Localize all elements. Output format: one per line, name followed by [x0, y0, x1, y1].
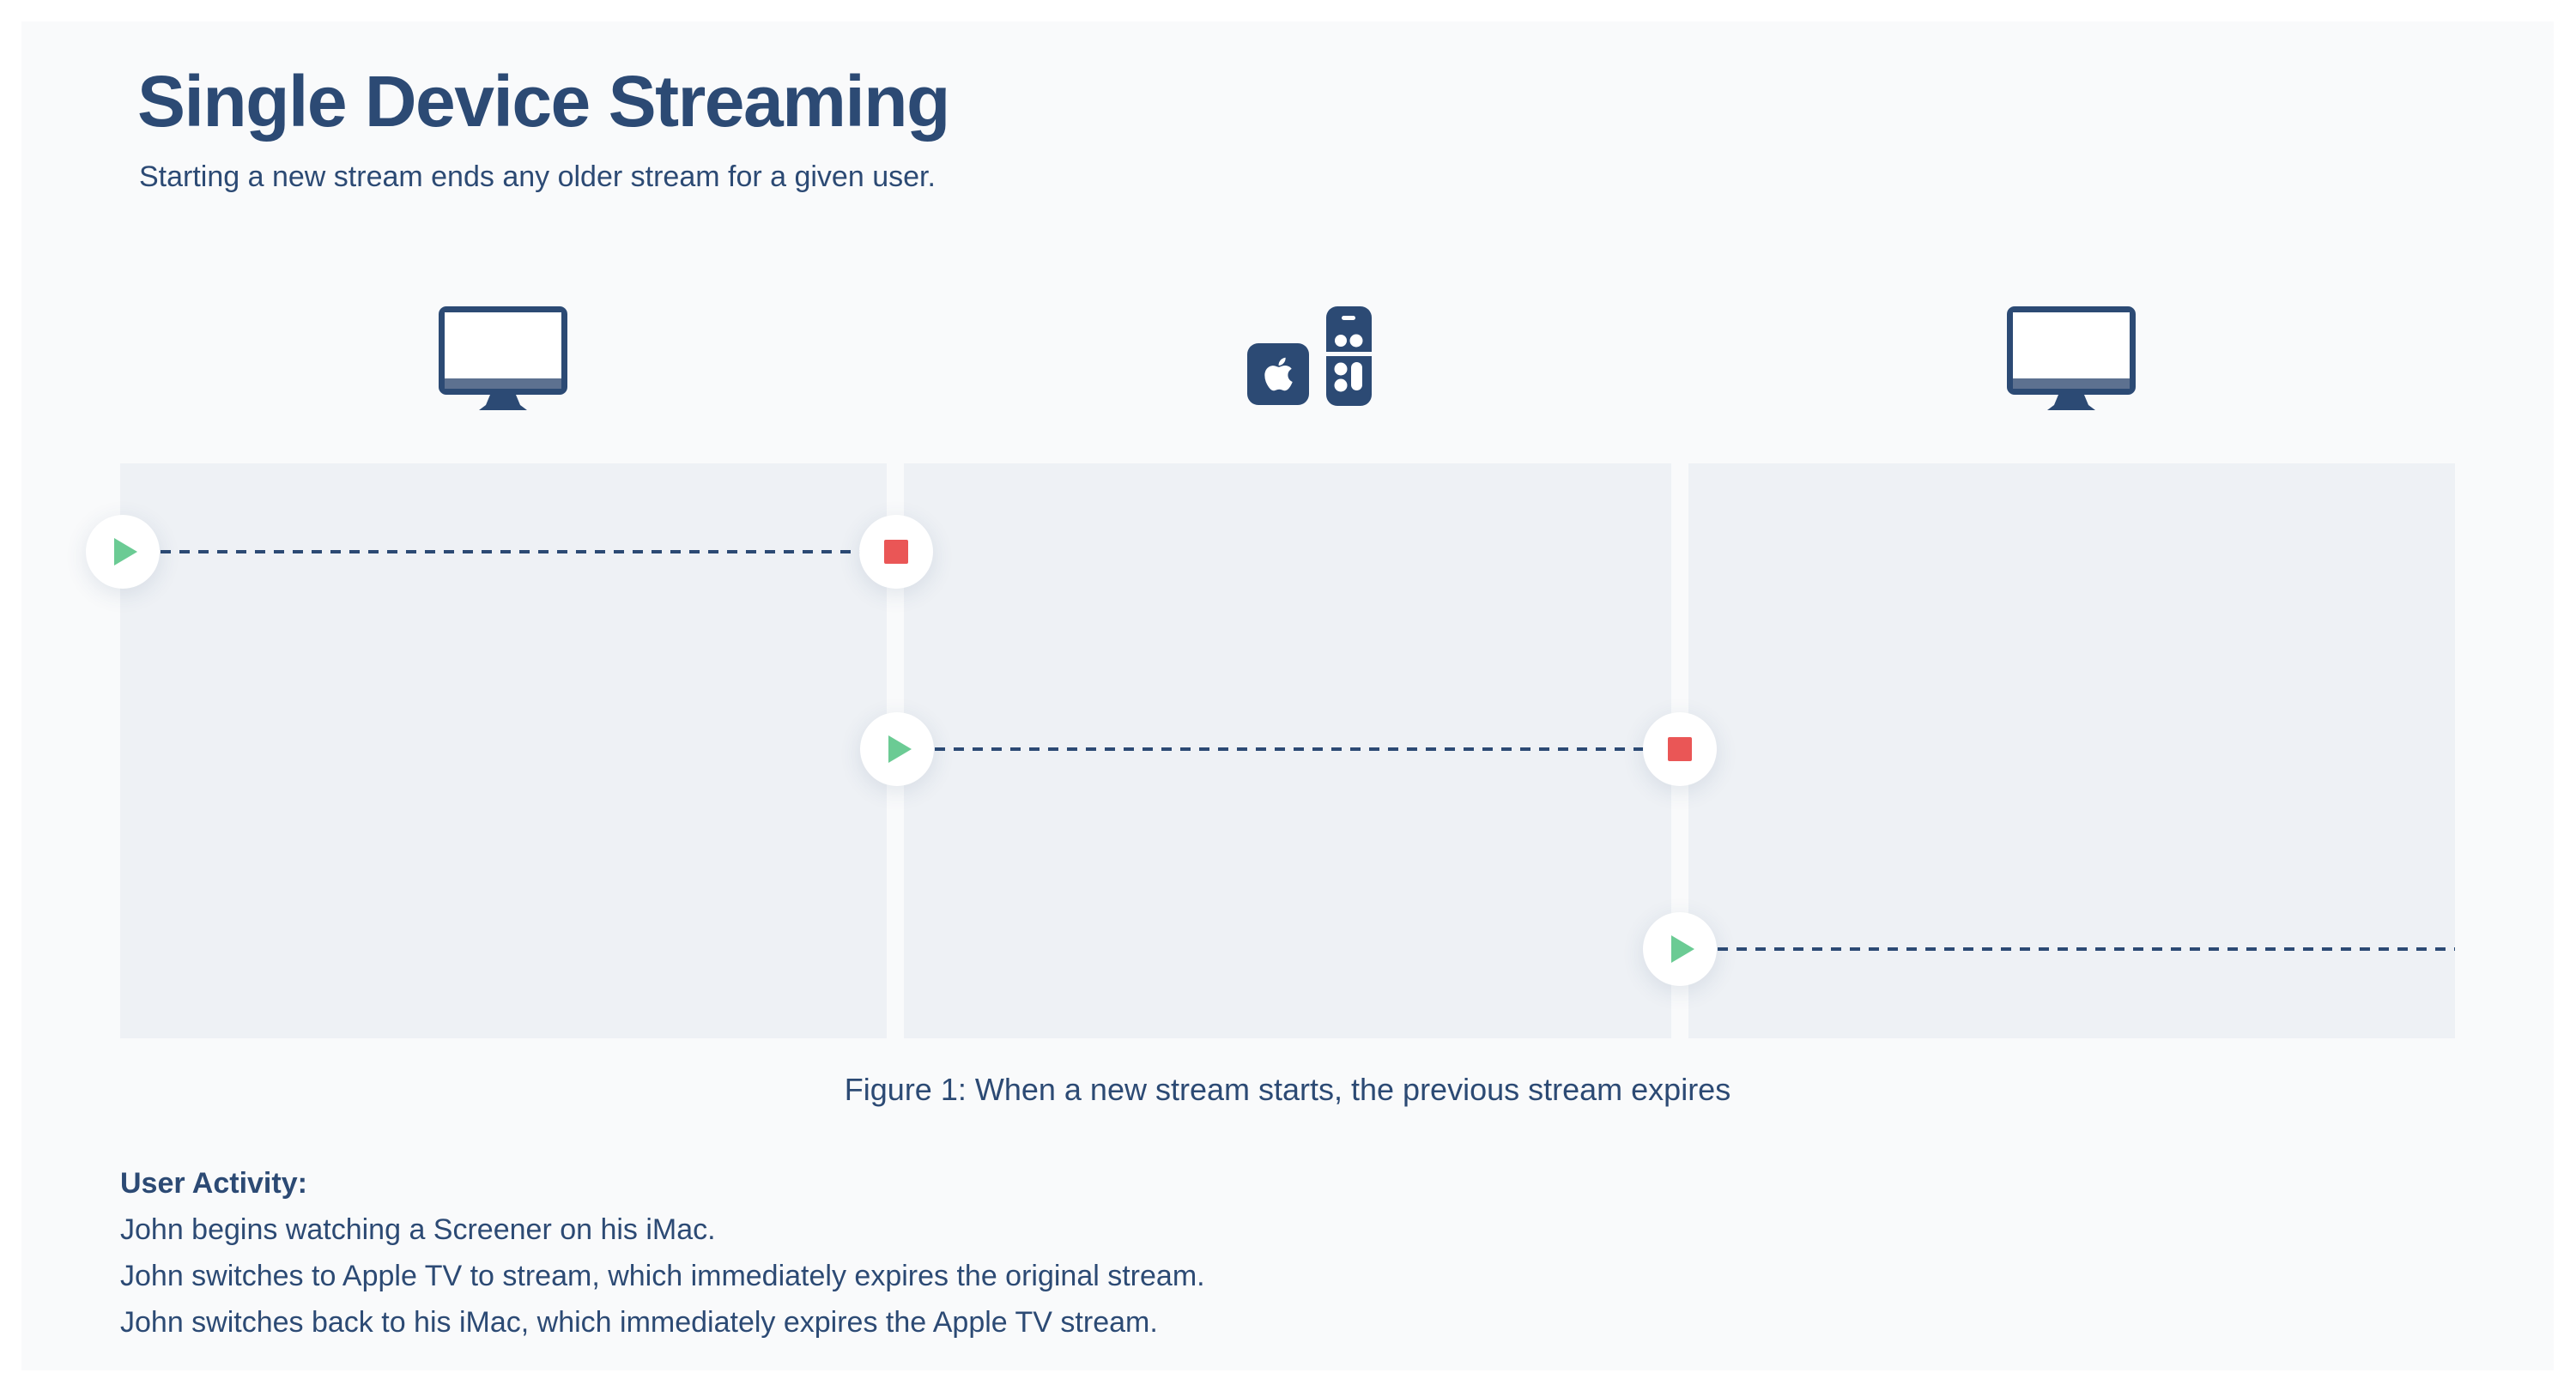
- page-subtitle: Starting a new stream ends any older str…: [139, 160, 936, 193]
- figure-caption: Figure 1: When a new stream starts, the …: [844, 1072, 1731, 1107]
- stream-1-dashed-line: [123, 550, 896, 553]
- stream-3-dashed-line: [1680, 947, 2455, 951]
- timeline-lane-1: [120, 463, 887, 1038]
- activity-line-1: John begins watching a Screener on his i…: [120, 1213, 716, 1246]
- user-activity-heading: User Activity:: [120, 1167, 307, 1200]
- stop-marker-1: [859, 515, 933, 589]
- timeline-lane-3: [1688, 463, 2455, 1038]
- play-icon: [114, 538, 137, 565]
- stop-marker-2: [1643, 712, 1717, 786]
- page-title: Single Device Streaming: [137, 61, 950, 142]
- timeline-lane-2: [904, 463, 1671, 1038]
- stream-2-dashed-line: [897, 747, 1680, 751]
- play-marker-1: [86, 515, 160, 589]
- play-marker-2: [860, 712, 934, 786]
- activity-line-2: John switches to Apple TV to stream, whi…: [120, 1260, 1205, 1292]
- imac-icon: [2007, 306, 2136, 415]
- stream-timeline: [86, 463, 2455, 1038]
- play-icon: [888, 735, 912, 763]
- imac-icon: [439, 306, 567, 415]
- play-marker-3: [1643, 912, 1717, 986]
- play-icon: [1671, 935, 1694, 963]
- stop-icon: [1668, 737, 1692, 761]
- stop-icon: [884, 540, 908, 564]
- user-activity: User Activity: John begins watching a Sc…: [120, 1160, 1205, 1346]
- apple-tv-icon: [1247, 306, 1373, 410]
- activity-line-3: John switches back to his iMac, which im…: [120, 1306, 1158, 1339]
